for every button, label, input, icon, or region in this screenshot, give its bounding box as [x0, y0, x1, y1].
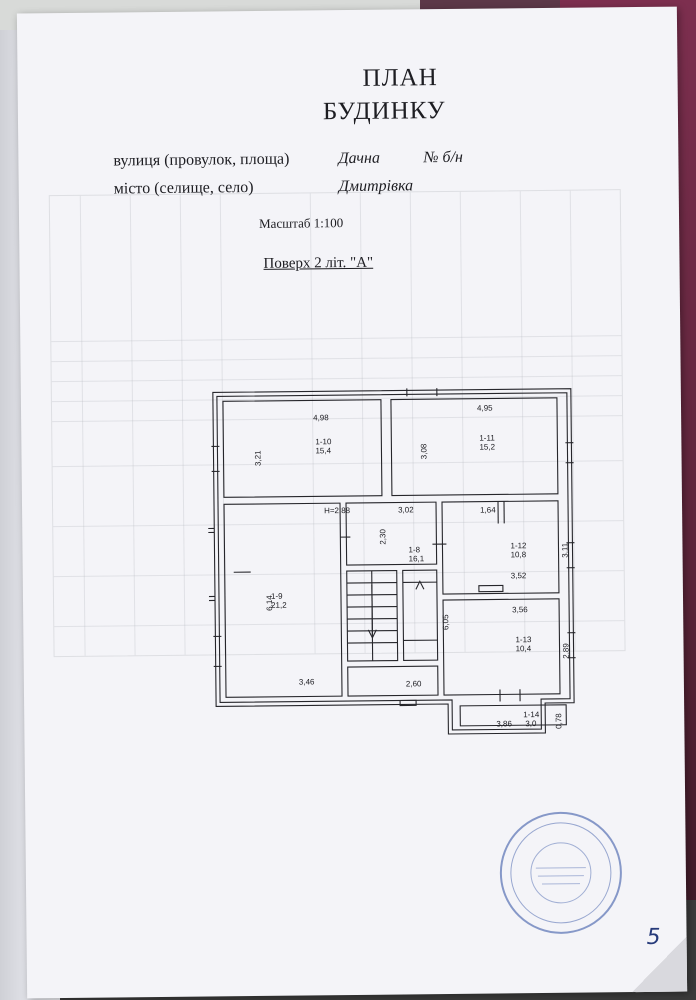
room-1-13-id: 1-13 [515, 635, 532, 645]
room-1-13-area: 10,4 [515, 644, 532, 654]
room-1-12-height: 3,11 [560, 542, 570, 558]
room-1-11-height: 3,08 [419, 443, 429, 460]
room-1-14-area: 3,0 [525, 719, 537, 729]
room-1-8-width: 3,02 [398, 505, 414, 515]
room-1-11-area: 15,2 [479, 442, 496, 452]
floor-plan-drawing [206, 388, 576, 735]
height-mark: Н=2,88 [324, 506, 351, 516]
room-1-9-width: 3,46 [298, 677, 315, 687]
street-label: вулиця (провулок, площа) [113, 150, 290, 170]
room-1-13-width: 3,56 [512, 605, 528, 615]
document-subtitle: БУДИНКУ [322, 96, 446, 126]
page-number: 5 [646, 924, 661, 950]
scale-label: Масштаб 1:100 [258, 215, 344, 231]
floor-title: Поверх 2 літ. "А" [263, 254, 374, 272]
room-1-10-height: 3,21 [253, 450, 263, 467]
room-1-12-area: 10,8 [510, 550, 527, 560]
city-value: Дмитрівка [338, 177, 414, 196]
room-1-14-height: 0,78 [554, 713, 564, 729]
room-1-11-width: 4,95 [476, 403, 493, 413]
room-1-12-width: 3,52 [510, 571, 527, 581]
room-1-14-id: 1-14 [523, 710, 540, 720]
document-page: ПЛАН БУДИНКУ вулиця (провулок, площа) Да… [16, 6, 688, 999]
room-1-12-dim-a: 1,64 [480, 505, 496, 515]
city-label: місто (селище, село) [113, 179, 254, 198]
room-1-9-height: 6,14 [264, 595, 275, 611]
room-1-8-id: 1-8 [408, 545, 421, 555]
official-seal [499, 811, 622, 934]
document-title: ПЛАН [362, 64, 438, 92]
room-1-8-height: 2,30 [378, 529, 388, 545]
room-1-14-width: 3,86 [496, 719, 512, 729]
street-value: Дачна [338, 149, 381, 168]
room-1-13-height: 2,89 [561, 643, 571, 659]
house-number: № б/н [423, 148, 463, 167]
room-1-10-id: 1-10 [315, 437, 332, 447]
room-1-8-area: 16,1 [408, 554, 425, 564]
room-1-10-area: 15,4 [315, 446, 332, 456]
room-1-12-id: 1-12 [510, 541, 527, 551]
room-1-10-width: 4,98 [313, 413, 329, 423]
floor-plan: 4,98 1-10 15,4 3,21 4,95 1-11 15,2 3,08 … [206, 383, 591, 742]
room-1-11-id: 1-11 [479, 433, 495, 443]
stairwell-length: 6,05 [441, 614, 451, 631]
landing-width: 2,60 [405, 679, 422, 689]
